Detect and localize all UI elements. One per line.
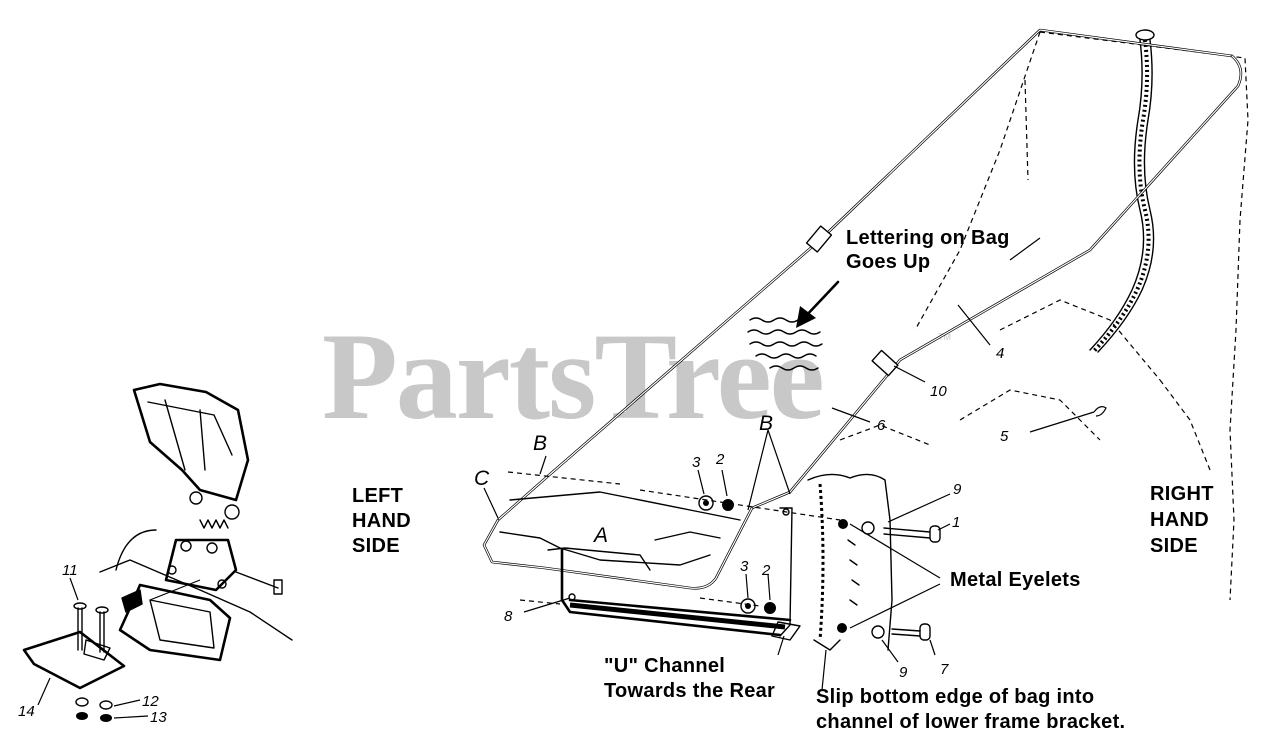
assembly-axis-lines bbox=[507, 471, 841, 607]
part-number-13: 13 bbox=[150, 709, 167, 726]
left-side-label-line1: LEFT bbox=[352, 485, 403, 507]
part-number-10: 10 bbox=[930, 383, 947, 400]
part-number-11: 11 bbox=[62, 562, 78, 579]
note-slip-bottom-line1: Slip bottom edge of bag into bbox=[816, 686, 1094, 708]
note-metal-eyelets: Metal Eyelets bbox=[950, 569, 1081, 591]
right-side-label-line3: SIDE bbox=[1150, 535, 1198, 557]
bag-zipper-coil bbox=[1089, 29, 1155, 353]
part-number-1: 1 bbox=[952, 514, 960, 531]
note-lettering-line2: Goes Up bbox=[846, 251, 930, 273]
part-number-2-lower: 2 bbox=[761, 562, 771, 579]
part-number-9-lower: 9 bbox=[899, 664, 908, 681]
left-side-label-line2: HAND bbox=[352, 510, 411, 532]
part-number-7: 7 bbox=[940, 661, 949, 678]
watermark-tm: TM bbox=[938, 332, 951, 342]
part-number-9-upper: 9 bbox=[953, 481, 962, 498]
right-side-label-line2: HAND bbox=[1150, 509, 1209, 531]
lettering-arrow bbox=[747, 280, 840, 371]
part-number-14: 14 bbox=[18, 703, 35, 720]
handle-frame bbox=[482, 28, 1243, 590]
part-number-3-lower: 3 bbox=[740, 558, 749, 575]
side-label-left: LEFT HAND SIDE bbox=[352, 485, 411, 557]
part-number-8: 8 bbox=[504, 608, 513, 625]
bag-side-panel bbox=[807, 473, 893, 651]
letter-a: A bbox=[592, 524, 608, 547]
side-label-right: RIGHT HAND SIDE bbox=[1150, 483, 1214, 557]
right-side-label-line1: RIGHT bbox=[1150, 483, 1214, 505]
part-number-5: 5 bbox=[1000, 428, 1009, 445]
part-number-4: 4 bbox=[996, 345, 1004, 362]
grass-bag-outline bbox=[839, 31, 1249, 601]
note-lettering-line1: Lettering on Bag bbox=[846, 227, 1010, 249]
part-number-12: 12 bbox=[142, 693, 159, 710]
part-number-2-upper: 2 bbox=[715, 451, 725, 468]
deflector-inset bbox=[22, 382, 293, 722]
letter-b-left: B bbox=[533, 432, 547, 455]
left-side-label-line3: SIDE bbox=[352, 535, 400, 557]
note-u-channel-line2: Towards the Rear bbox=[604, 680, 775, 702]
letter-b-right: B bbox=[759, 412, 773, 435]
hardware-fasteners bbox=[698, 495, 941, 641]
letter-c: C bbox=[474, 467, 490, 490]
leader-lines bbox=[483, 237, 1107, 691]
note-u-channel-line1: "U" Channel bbox=[604, 655, 725, 677]
note-slip-bottom-line2: channel of lower frame bracket. bbox=[816, 711, 1125, 733]
part-number-6: 6 bbox=[877, 417, 886, 434]
part-number-3-upper: 3 bbox=[692, 454, 701, 471]
watermark-text: PartsTree bbox=[322, 308, 823, 445]
bag-bracket bbox=[499, 491, 801, 641]
